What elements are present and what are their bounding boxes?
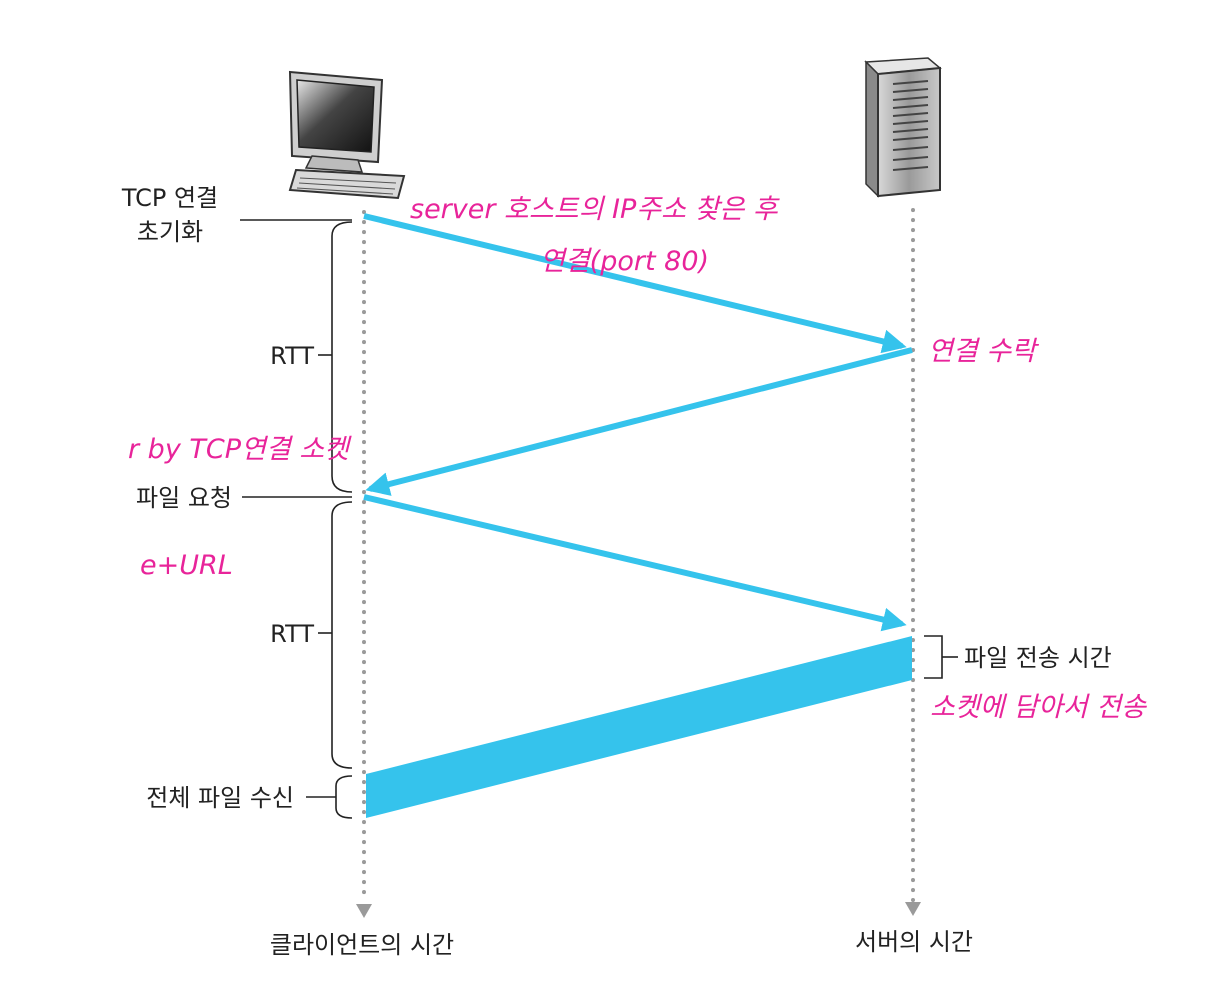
tcp-init-label-line1: TCP 연결 — [121, 184, 218, 212]
server-timeline-arrowhead — [905, 902, 921, 916]
annotation-server-ip-line1: server 호스트의 IP주소 찾은 후 — [410, 194, 781, 225]
rtt-1-bracket — [331, 221, 353, 493]
full-receive-bracket — [335, 775, 353, 819]
annotation-server-ip-line2: 연결(port 80) — [540, 246, 709, 277]
server-time-label: 서버의 시간 — [855, 928, 973, 956]
syn-arrow — [363, 213, 907, 354]
file-transfer-time-label: 파일 전송 시간 — [964, 644, 1112, 672]
annotation-by-tcp-socket: r by TCP연결 소켓 — [128, 434, 352, 465]
annotation-accept: 연결 수락 — [928, 336, 1039, 367]
rtt-2-label: RTT — [270, 620, 314, 648]
syn-ack-arrow — [365, 347, 913, 496]
annotation-plus-url: e+URL — [140, 550, 233, 581]
rtt-2-bracket — [331, 501, 353, 769]
client-timeline-arrowhead — [356, 904, 372, 918]
file-transfer-time-bracket — [924, 635, 943, 679]
request-arrow — [363, 494, 907, 632]
desktop-computer-icon — [288, 70, 406, 200]
tcp-init-label-line2: 초기화 — [137, 218, 203, 246]
annotation-socket-send: 소켓에 담아서 전송 — [930, 692, 1147, 723]
rtt-1-label: RTT — [270, 342, 314, 370]
server-tower-icon — [864, 57, 942, 198]
full-file-receive-label: 전체 파일 수신 — [146, 784, 294, 812]
client-time-label: 클라이언트의 시간 — [270, 931, 454, 959]
file-transfer-band — [366, 636, 912, 818]
file-request-label: 파일 요청 — [136, 484, 232, 512]
